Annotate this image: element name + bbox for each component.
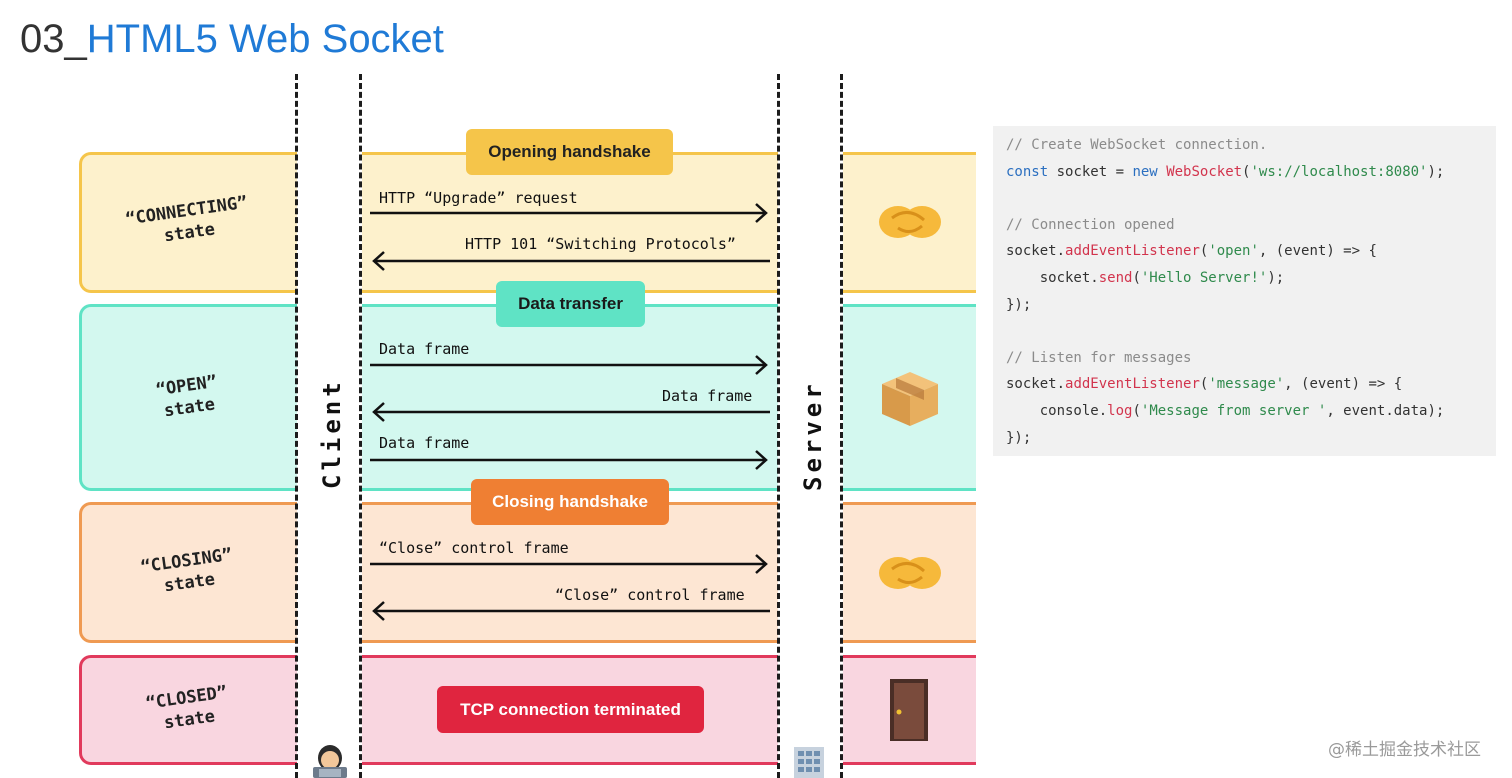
code-line: console.log('Message from server ', even… <box>1006 402 1445 419</box>
opening-handshake-pill: Opening handshake <box>466 129 673 175</box>
title-text: HTML5 Web Socket <box>86 17 444 61</box>
client-lifeline-left <box>295 74 298 778</box>
code-line: // Listen for messages <box>1006 349 1192 366</box>
handshake-icon <box>879 206 941 238</box>
arrow-to-server <box>370 554 768 574</box>
tcp-terminated-pill: TCP connection terminated <box>437 686 704 733</box>
page-title: 03_HTML5 Web Socket <box>20 14 444 64</box>
arrow-to-client <box>372 601 770 621</box>
code-line: // Connection opened <box>1006 216 1175 233</box>
closing-state-band <box>79 502 297 643</box>
door-icon <box>890 679 928 741</box>
server-lane-label: Server <box>799 380 827 491</box>
code-line: socket.addEventListener('message', (even… <box>1006 376 1403 393</box>
open-state-band <box>79 304 297 491</box>
message-upgrade-request: HTTP “Upgrade” request <box>379 189 578 207</box>
code-line: }); <box>1006 296 1032 313</box>
server-lifeline-right <box>840 74 843 778</box>
package-icon <box>882 372 938 426</box>
message-close-frame-1: “Close” control frame <box>379 539 569 557</box>
closed-state-band <box>79 655 297 765</box>
closing-handshake-pill: Closing handshake <box>471 479 669 525</box>
client-lane-label: Client <box>318 378 346 489</box>
code-line: }); <box>1006 429 1032 446</box>
arrow-to-server <box>370 355 768 375</box>
closing-handshake-band <box>362 502 778 643</box>
watermark: @稀土掘金技术社区 <box>1328 740 1481 760</box>
code-line: // Create WebSocket connection. <box>1006 137 1268 153</box>
arrow-to-client <box>372 251 770 271</box>
handshake-icon <box>879 557 941 589</box>
arrow-to-server <box>370 203 768 223</box>
client-lifeline-right <box>359 74 362 778</box>
title-number: 03_ <box>20 17 87 61</box>
message-close-frame-2: “Close” control frame <box>555 586 745 604</box>
server-closing-band <box>843 502 976 643</box>
code-line-blank <box>1006 318 1496 345</box>
office-building-icon <box>794 747 824 778</box>
server-lifeline-left <box>777 74 780 778</box>
arrow-to-server <box>370 450 768 470</box>
code-line: socket.send('Hello Server!'); <box>1006 269 1285 286</box>
code-line: socket.addEventListener('open', (event) … <box>1006 243 1377 260</box>
arrow-to-client <box>372 402 770 422</box>
code-line-blank <box>1006 185 1496 212</box>
connecting-state-band <box>79 152 297 293</box>
technologist-icon <box>313 745 347 778</box>
message-data-frame-3: Data frame <box>379 434 470 452</box>
code-snippet: // Create WebSocket connection. const so… <box>993 126 1496 456</box>
code-line: const socket = new WebSocket('ws://local… <box>1006 163 1445 180</box>
message-data-frame-1: Data frame <box>379 340 470 358</box>
data-transfer-pill: Data transfer <box>496 281 645 327</box>
message-switching-protocols: HTTP 101 “Switching Protocols” <box>465 235 736 253</box>
opening-handshake-band <box>362 152 778 293</box>
message-data-frame-2: Data frame <box>662 387 753 405</box>
